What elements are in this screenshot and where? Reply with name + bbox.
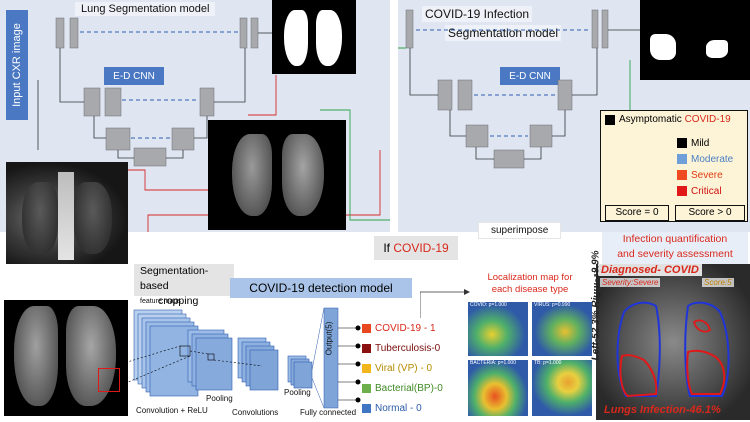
conv-relu-label: Convolution + ReLU <box>136 406 208 415</box>
pooling2-label: Pooling <box>284 388 311 397</box>
cropped-lungs-image <box>4 300 128 416</box>
localization-caption-tb: TB: p=1.000 <box>534 360 562 366</box>
severity-severe-swatch <box>677 170 687 180</box>
crop-patch-highlight <box>98 368 120 392</box>
localization-caption-covid: COVID: p=1.000 <box>470 302 507 308</box>
score-positive-box: Score > 0 <box>675 205 745 221</box>
class-swatch-covid <box>362 323 371 333</box>
lung-encoder-decoder-diagram <box>37 17 390 232</box>
class-label-covid: COVID-19 - 1 <box>375 322 436 334</box>
detection-model-title: COVID-19 detection model <box>230 278 412 298</box>
diagnosed-result-image: Diagnosed- COVID Severity:Severe Score:5… <box>596 264 750 420</box>
if-covid-prefix: If <box>383 241 394 255</box>
localization-title-line2: each disease type <box>491 284 569 295</box>
detection-cnn-diagram <box>128 307 361 409</box>
quantification-line2: and severity assessment <box>617 248 733 260</box>
severity-legend: Asymptomatic COVID-19 Mild Moderate Seve… <box>600 110 748 222</box>
asymptomatic-swatch <box>605 114 615 125</box>
class-label-normal: Normal - 0 <box>375 402 422 414</box>
localization-caption-bacteria: BACTERIA: p=1.000 <box>470 360 516 366</box>
if-covid-highlight: COVID-19 <box>393 241 449 255</box>
segmentation-cropping-line1: Segmentation-based <box>140 265 209 292</box>
if-covid-box: If COVID-19 <box>374 236 458 260</box>
feature-maps-label: feature maps <box>140 298 181 305</box>
localization-map-covid: COVID: p=1.000 <box>468 302 528 356</box>
class-output-list: COVID-19 - 1 Tuberculosis-0 Viral (VP) -… <box>362 318 462 422</box>
superimpose-label: superimpose <box>478 222 562 239</box>
localization-title: Localization map for each disease type <box>466 272 594 296</box>
severity-critical: Critical <box>677 183 747 199</box>
severity-level-list: Mild Moderate Severe Critical <box>677 135 747 199</box>
covid-arch-label: E-D CNN <box>500 67 560 85</box>
lung-arch-label: E-D CNN <box>104 67 164 85</box>
pooling1-label: Pooling <box>206 394 233 403</box>
class-swatch-bacterial <box>362 383 371 393</box>
localization-arrow <box>420 289 470 318</box>
class-swatch-normal <box>362 403 371 413</box>
diagnosed-value: COVID <box>660 264 699 276</box>
severity-critical-swatch <box>677 186 687 196</box>
output-label: Output(5) <box>324 321 334 356</box>
localization-map-tb: TB: p=1.000 <box>532 360 592 416</box>
class-row-tuberculosis: Tuberculosis-0 <box>362 338 440 358</box>
side-percentage-label: Left-52.3% Right-39.9% <box>590 250 602 361</box>
infection-contours <box>616 301 730 398</box>
asymptomatic-row: Asymptomatic COVID-19 <box>605 114 731 125</box>
input-cxr-label-band: Input CXR image <box>6 10 28 120</box>
score-text: Score:5 <box>702 278 734 287</box>
severity-moderate: Moderate <box>677 151 747 167</box>
convolutions-label: Convolutions <box>232 408 279 417</box>
severity-severe-label: Severe <box>691 169 723 181</box>
quantification-box: Infection quantification and severity as… <box>602 232 748 264</box>
covid-model-title-line1: COVID-19 Infection <box>422 6 533 22</box>
severity-mild-label: Mild <box>691 137 710 149</box>
severity-moderate-label: Moderate <box>691 153 734 165</box>
severity-severe: Severe <box>677 167 747 183</box>
class-label-bacterial: Bacterial(BP)-0 <box>375 382 443 394</box>
lung-mask-image <box>272 0 356 74</box>
asymptomatic-highlight: COVID-19 <box>684 114 731 125</box>
diagnosed-label: Diagnosed- COVID <box>598 264 702 276</box>
localization-map-bacteria: BACTERIA: p=1.000 <box>468 360 528 416</box>
asymptomatic-label: Asymptomatic <box>619 114 685 125</box>
fully-connected-label: Fully connected <box>300 408 357 417</box>
quantification-line1: Infection quantification <box>622 233 728 245</box>
covid-encoder-decoder-diagram <box>398 9 640 222</box>
class-label-tuberculosis: Tuberculosis-0 <box>375 342 441 354</box>
severity-mild: Mild <box>677 135 747 151</box>
diagnosed-prefix: Diagnosed- <box>601 264 661 276</box>
segmented-lungs-image <box>208 120 346 230</box>
class-row-covid: COVID-19 - 1 <box>362 318 436 338</box>
lung-model-title: Lung Segmentation model <box>75 2 216 16</box>
severity-moderate-swatch <box>677 154 687 164</box>
class-row-bacterial: Bacterial(BP)-0 <box>362 378 443 398</box>
severity-mild-swatch <box>677 138 687 148</box>
localization-title-line1: Localization map for <box>487 272 573 283</box>
class-row-viral: Viral (VP) - 0 <box>362 358 432 378</box>
class-row-normal: Normal - 0 <box>362 398 422 418</box>
score-zero-box: Score = 0 <box>605 205 669 221</box>
infection-mask-image <box>640 0 750 80</box>
class-label-viral: Viral (VP) - 0 <box>375 362 433 374</box>
segmentation-cropping-box: Segmentation-based cropping <box>134 264 234 307</box>
class-swatch-tuberculosis <box>362 343 371 353</box>
input-cxr-image <box>6 162 128 264</box>
lungs-infection-label: Lungs Infection-46.1% <box>604 404 721 416</box>
severity-text: Severity:Severe <box>600 278 661 287</box>
segmentation-cropping-line2: cropping <box>158 295 199 307</box>
severity-critical-label: Critical <box>691 185 722 197</box>
class-swatch-viral <box>362 363 371 373</box>
localization-caption-virus: VIRUS: p=0.990 <box>534 302 571 308</box>
localization-map-virus: VIRUS: p=0.990 <box>532 302 592 356</box>
